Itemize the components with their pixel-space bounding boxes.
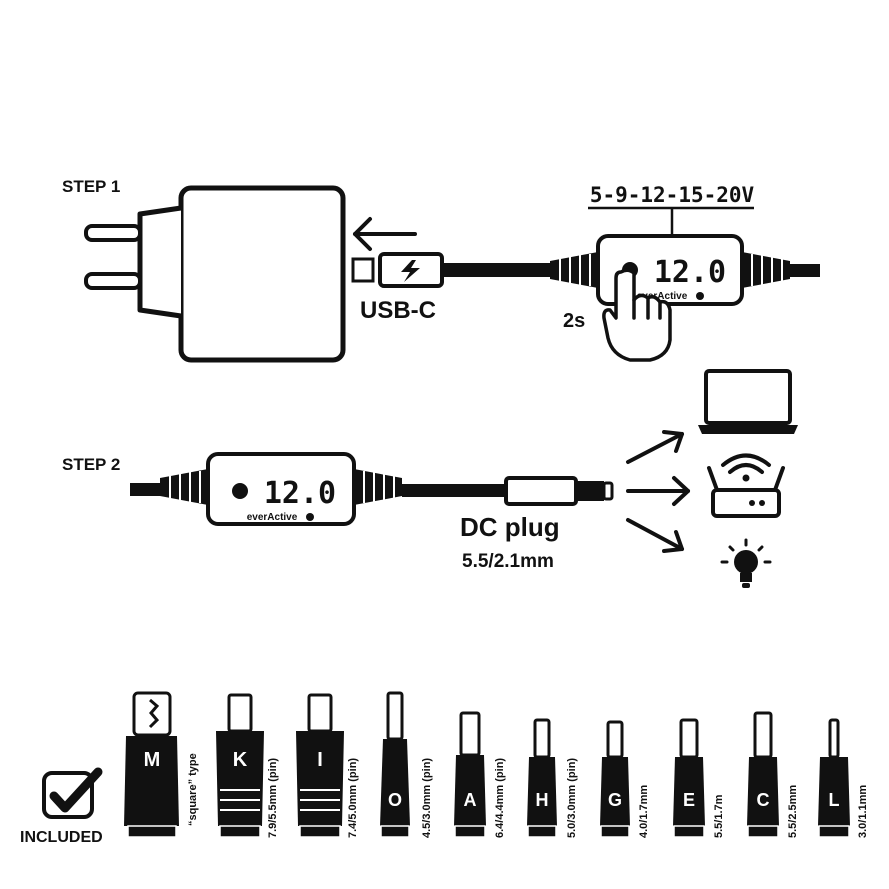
laptop-icon (698, 369, 798, 434)
tip-i-letter: I (317, 749, 323, 771)
module2-display: 12.0 (264, 476, 336, 511)
wall-charger (84, 185, 346, 363)
step1-label: STEP 1 (62, 177, 120, 196)
tip-o-size: 4.5/3.0mm (pin) (421, 758, 433, 838)
tip-m-size: “square” type (187, 753, 199, 826)
voltage-options: 5-9-12-15-20V (590, 183, 755, 207)
tip-h-size: 5.0/3.0mm (pin) (566, 758, 578, 838)
tip-k (216, 693, 264, 838)
tip-l (818, 718, 850, 838)
tip-k-size: 7.9/5.5mm (pin) (267, 758, 279, 838)
dc-plug-label: DC plug (460, 512, 560, 542)
tip-g (600, 720, 630, 838)
tip-g-letter: G (608, 790, 622, 810)
hold-time-label: 2s (563, 310, 585, 332)
router-icon (707, 453, 785, 518)
tip-o (380, 691, 410, 838)
usb-c-plug (351, 252, 550, 288)
tip-o-letter: O (388, 790, 402, 810)
tip-m (124, 691, 179, 838)
tip-e-size: 5.5/1.7m (713, 794, 725, 838)
tip-k-letter: K (233, 749, 248, 771)
included-check-icon (42, 767, 103, 819)
pressing-hand-icon (602, 268, 672, 362)
tip-c (747, 711, 779, 838)
bulb-icon (720, 538, 772, 588)
tip-a-letter: A (464, 790, 477, 810)
tip-l-size: 3.0/1.1mm (857, 785, 869, 838)
tip-h-letter: H (536, 790, 549, 810)
tip-l-letter: L (829, 790, 840, 810)
device-arrows (626, 430, 690, 553)
tip-e-letter: E (683, 790, 695, 810)
included-label: INCLUDED (20, 829, 103, 846)
step2-label: STEP 2 (62, 455, 120, 474)
tip-a (454, 711, 486, 838)
dc-plug-size: 5.5/2.1mm (462, 551, 554, 572)
dc-plug (402, 476, 614, 506)
insert-arrow (353, 217, 417, 251)
module1-brand: everActive (637, 291, 688, 302)
tip-e (673, 718, 705, 838)
tip-c-letter: C (757, 790, 770, 810)
controller-module-2 (130, 452, 402, 526)
lightning-icon (401, 260, 420, 282)
usb-c-label: USB-C (360, 297, 436, 324)
module1-display: 12.0 (654, 255, 726, 290)
tip-i-size: 7.4/5.0mm (pin) (347, 758, 359, 838)
tip-i (296, 693, 344, 838)
module1-brand-bolt-icon (696, 292, 704, 300)
tip-a-size: 6.4/4.4mm (pin) (494, 758, 506, 838)
tip-g-size: 4.0/1.7mm (638, 785, 650, 838)
tip-h (527, 718, 557, 838)
module2-brand-bolt-icon (306, 513, 314, 521)
tip-c-size: 5.5/2.5mm (787, 785, 799, 838)
tip-m-letter: M (144, 749, 161, 771)
module2-brand: everActive (247, 512, 298, 523)
